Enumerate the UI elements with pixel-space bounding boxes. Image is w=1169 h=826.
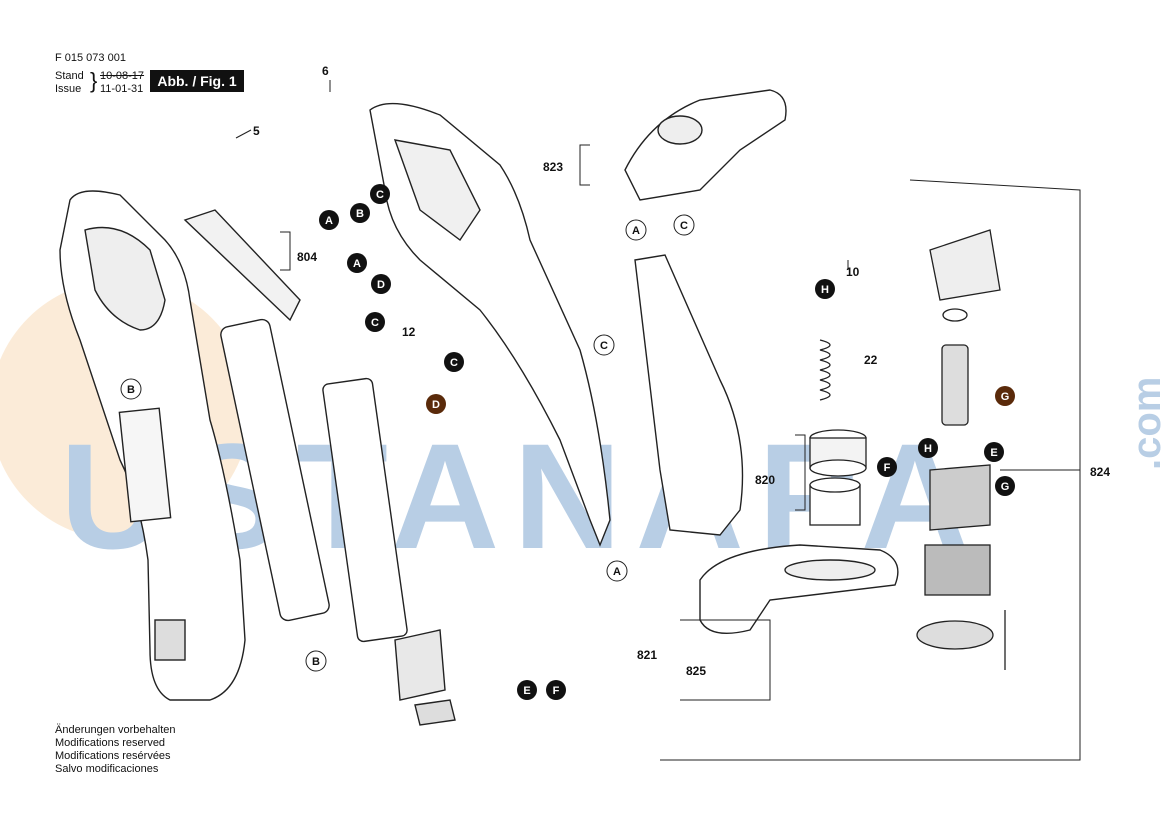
callout-b-2: B <box>120 378 142 400</box>
svg-text:H: H <box>821 284 829 296</box>
part-number-12: 12 <box>402 325 416 339</box>
callout-a-3: A <box>606 560 628 582</box>
svg-text:D: D <box>377 279 385 291</box>
part-number-22: 22 <box>864 353 878 367</box>
svg-text:F: F <box>553 685 560 697</box>
motor-housing-half <box>634 254 744 536</box>
guard-cover <box>624 89 787 201</box>
callout-e-2: E <box>984 442 1004 462</box>
svg-text:G: G <box>1001 391 1010 403</box>
part-number-10: 10 <box>846 265 860 279</box>
brace-icon: } <box>90 68 98 93</box>
svg-text:C: C <box>680 220 688 232</box>
svg-text:A: A <box>325 215 333 227</box>
svg-text:B: B <box>312 656 320 668</box>
document-number: F 015 073 001 <box>55 52 126 64</box>
part-number-825: 825 <box>686 664 706 678</box>
callout-e-1: E <box>517 680 537 700</box>
housing-right-half <box>369 102 611 547</box>
part-number-5: 5 <box>253 124 260 138</box>
callout-a-4: A <box>625 219 647 241</box>
part-number-804: 804 <box>297 250 317 264</box>
part-number-labels: 6 5 804 12 823 10 22 820 824 821 825 <box>253 64 1110 678</box>
svg-text:A: A <box>613 566 621 578</box>
note-es: Salvo modificaciones <box>55 763 159 775</box>
leader-lines <box>235 80 1081 761</box>
callout-c-3: C <box>444 352 464 372</box>
note-de: Änderungen vorbehalten <box>55 724 176 736</box>
callout-d-1: D <box>371 274 391 294</box>
callout-c-5: C <box>673 214 695 236</box>
callout-h-1: H <box>815 279 835 299</box>
callout-c-4: C <box>593 334 615 356</box>
callout-b-1: B <box>350 203 370 223</box>
date-old: 10-08-17 <box>100 70 145 82</box>
part-number-6: 6 <box>322 64 329 78</box>
note-en: Modifications reserved <box>55 737 166 749</box>
svg-text:B: B <box>356 208 364 220</box>
date-new: 11-01-31 <box>100 83 144 95</box>
svg-text:C: C <box>371 317 379 329</box>
part-number-820: 820 <box>755 473 775 487</box>
callout-f-2: F <box>877 457 897 477</box>
spring-22 <box>819 339 831 401</box>
note-fr: Modifications resérvées <box>55 750 171 762</box>
housing-left-half <box>59 190 246 701</box>
callouts: A B C A D C C D E F H G H E F G B B C A … <box>120 184 1015 700</box>
svg-text:D: D <box>432 399 440 411</box>
callout-f-1: F <box>546 680 566 700</box>
base-guard <box>699 544 899 634</box>
watermark-suffix: .com <box>1125 377 1169 470</box>
spool-820 <box>809 429 867 526</box>
svg-text:C: C <box>376 189 384 201</box>
part-number-823: 823 <box>543 160 563 174</box>
callout-c-1: C <box>370 184 390 204</box>
part-number-821: 821 <box>637 648 657 662</box>
figure-label: Abb. / Fig. 1 <box>150 70 244 92</box>
callout-d-2: D <box>426 394 446 414</box>
callout-g-2: G <box>995 476 1015 496</box>
part-number-824: 824 <box>1090 465 1110 479</box>
shaft-tube <box>183 209 456 726</box>
svg-text:E: E <box>990 447 997 459</box>
motor-assembly <box>916 229 1006 670</box>
callout-g-1: G <box>995 386 1015 406</box>
svg-text:E: E <box>523 685 530 697</box>
stand-label: Stand <box>55 70 84 82</box>
svg-text:C: C <box>450 357 458 369</box>
callout-a-1: A <box>319 210 339 230</box>
callout-a-2: A <box>347 253 367 273</box>
modification-notes: Änderungen vorbehalten Modifications res… <box>55 724 175 776</box>
svg-text:B: B <box>127 384 135 396</box>
svg-text:A: A <box>353 258 361 270</box>
callout-h-2: H <box>918 438 938 458</box>
svg-text:G: G <box>1001 481 1010 493</box>
callout-c-2: C <box>365 312 385 332</box>
svg-text:A: A <box>632 225 640 237</box>
issue-label: Issue <box>55 83 82 95</box>
svg-text:C: C <box>600 340 608 352</box>
svg-text:H: H <box>924 443 932 455</box>
svg-text:F: F <box>884 462 891 474</box>
callout-b-3: B <box>305 650 327 672</box>
